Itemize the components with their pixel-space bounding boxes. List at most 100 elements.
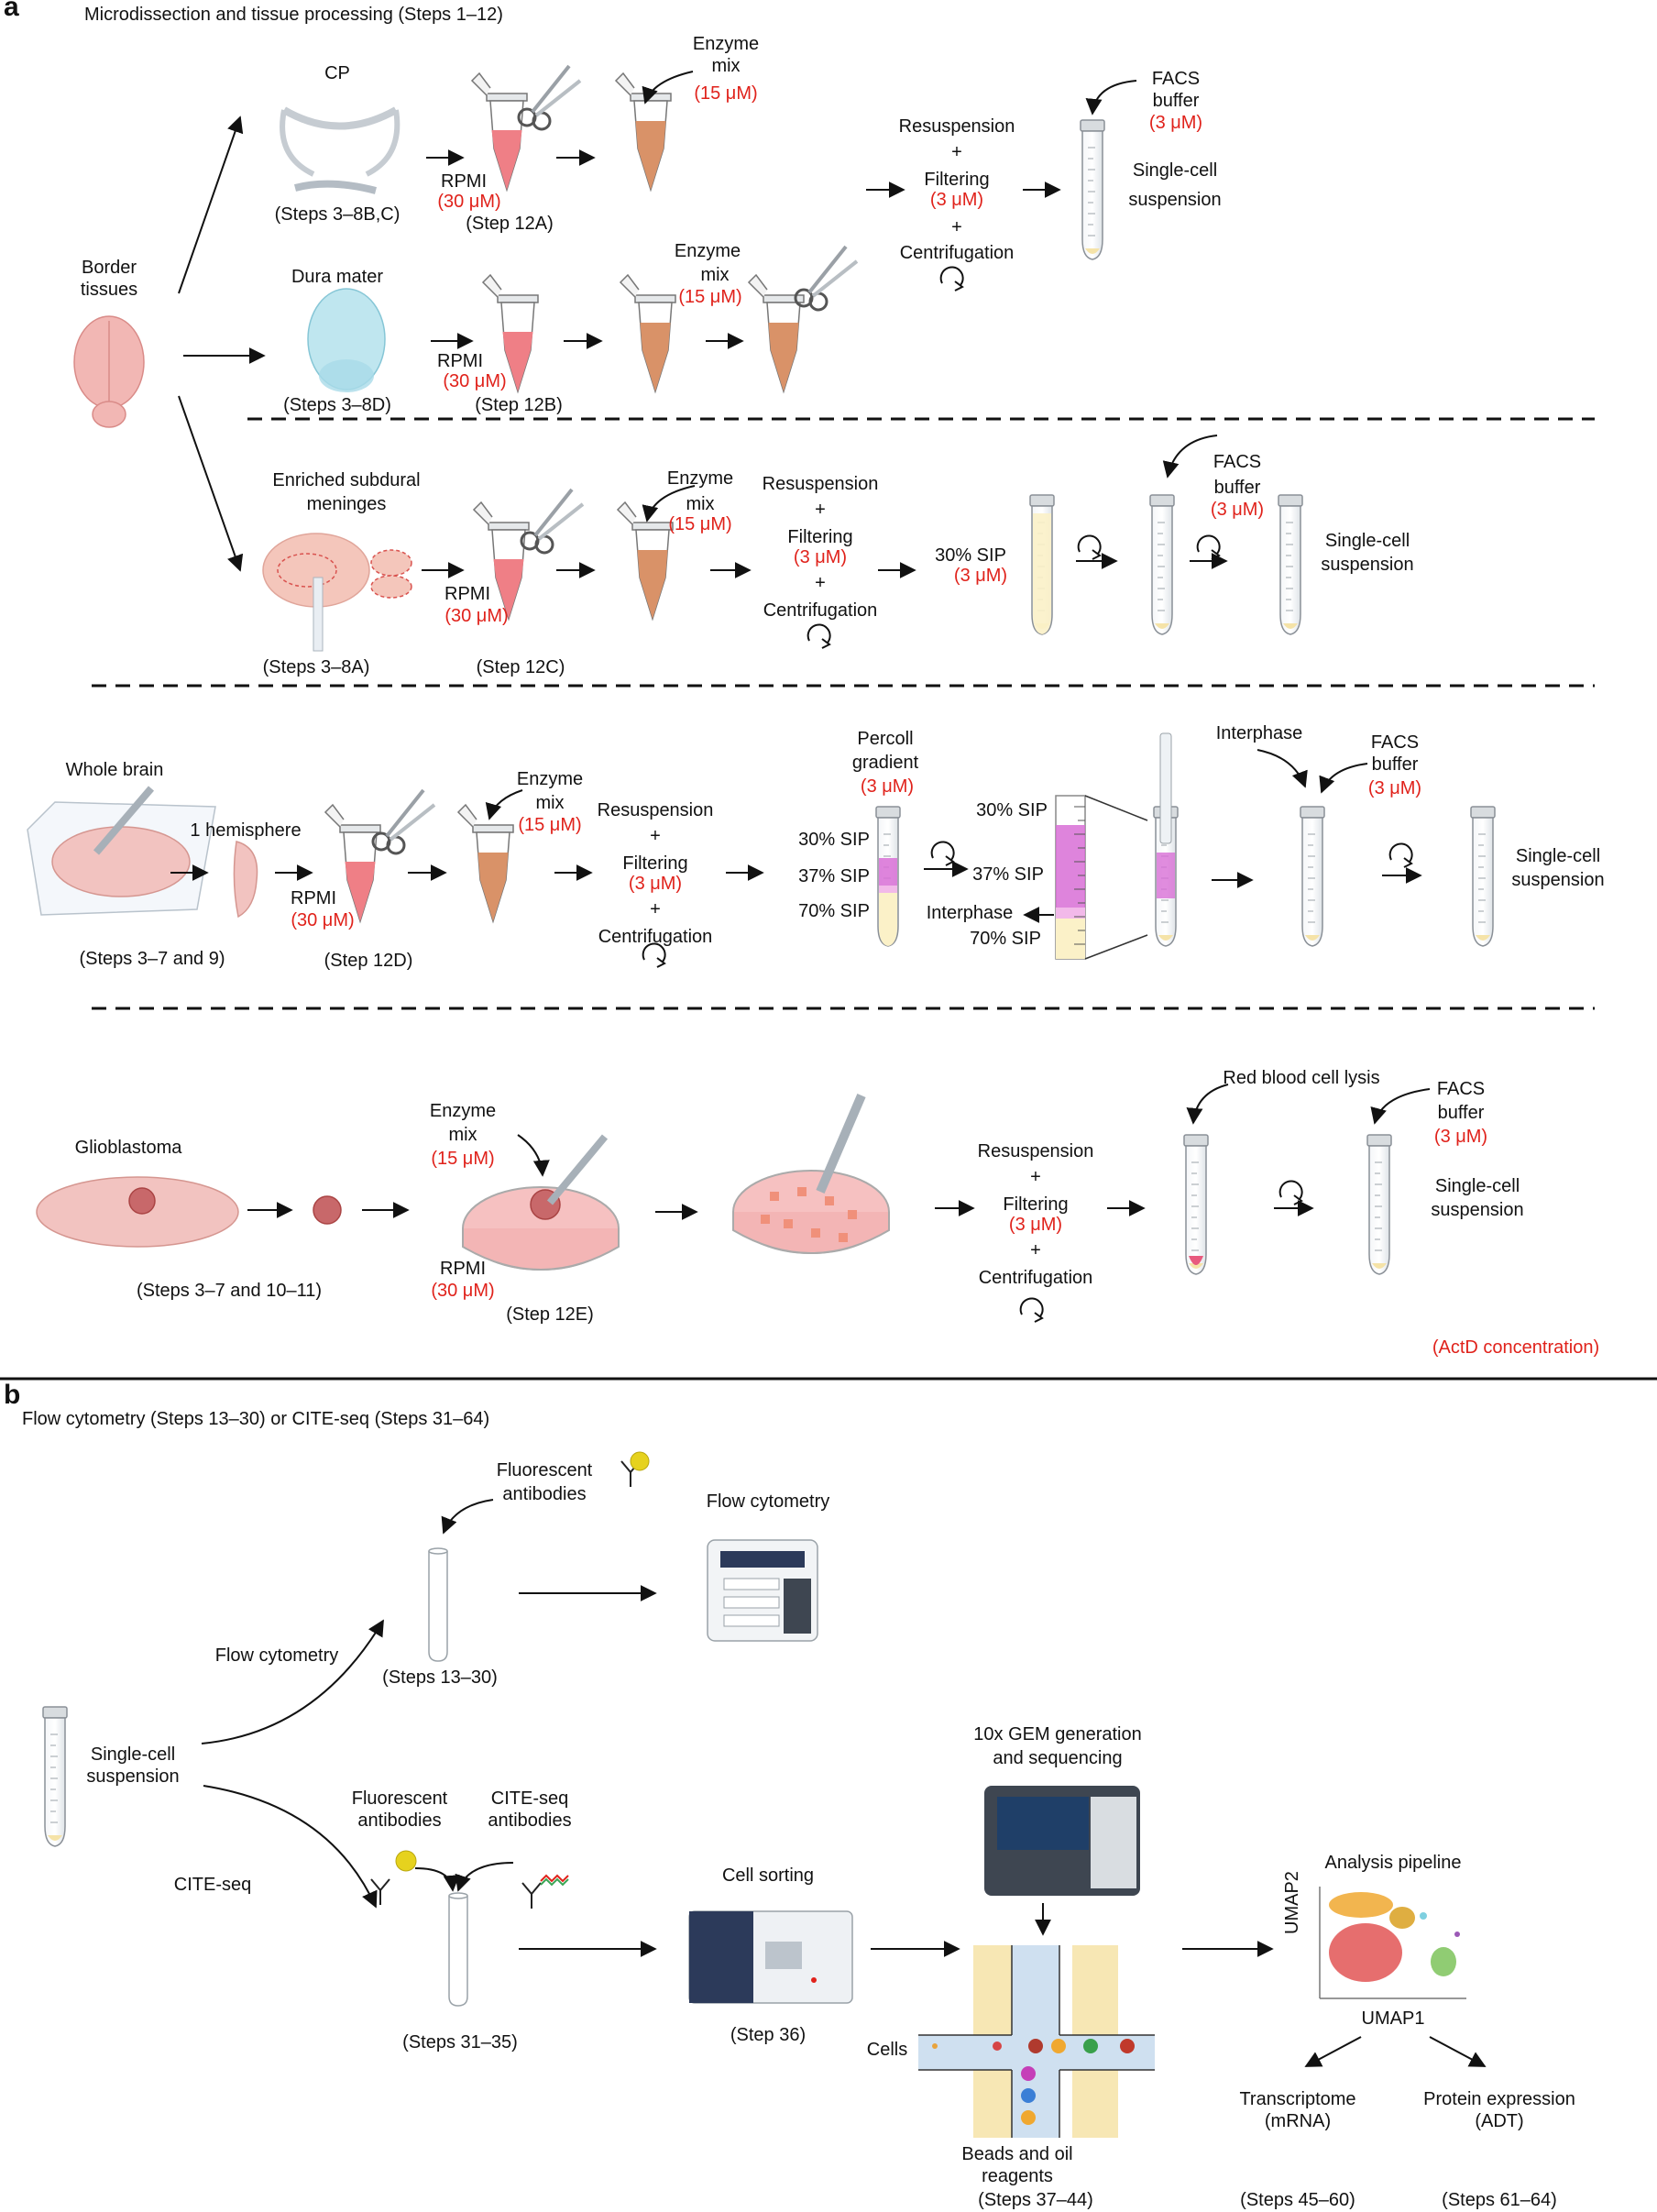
scissors-icon xyxy=(794,245,859,312)
layer-label: 70% SIP xyxy=(798,901,870,921)
facs-conc: (3 μM) xyxy=(1148,113,1203,133)
enzyme-label: mix xyxy=(686,494,715,514)
panel-letter-a: a xyxy=(4,0,19,22)
rpmi-conc: (30 μM) xyxy=(291,910,355,930)
scissors-icon xyxy=(520,488,585,555)
cell-sorting-label: Cell sorting xyxy=(721,1865,815,1886)
scissors-icon xyxy=(517,64,582,131)
result-label: suspension xyxy=(1128,190,1222,210)
result-label: Single-cell xyxy=(1515,846,1601,866)
dura-steps: (Steps 3–8D) xyxy=(283,395,391,415)
umap-x-label: UMAP1 xyxy=(1361,2008,1425,2029)
enzyme-tube-icon xyxy=(748,274,805,392)
facs-tube-icon xyxy=(1149,494,1175,635)
rbc-lysis-tube-icon xyxy=(1183,1134,1209,1275)
rpmi-label: RPMI xyxy=(437,351,483,371)
cite-antibody-label: antibodies xyxy=(488,1810,572,1831)
fluorescent-label: Fluorescent xyxy=(351,1788,448,1809)
rbc-lysis-label: Red blood cell lysis xyxy=(1223,1068,1380,1088)
filter-conc: (3 μM) xyxy=(929,190,984,210)
enzyme-label: Enzyme xyxy=(674,241,741,261)
pipette-tube-icon xyxy=(1153,732,1179,947)
enzyme-conc: (15 μM) xyxy=(668,514,732,534)
enzyme-conc: (15 μM) xyxy=(694,83,758,104)
result-label: Single-cell xyxy=(1132,160,1218,181)
gbm-steps: (Steps 3–7 and 10–11) xyxy=(136,1281,323,1301)
processing-step: Filtering xyxy=(622,853,688,874)
choroid-plexus-icon xyxy=(280,106,401,194)
whole-brain-icon xyxy=(27,786,216,916)
rpmi-conc: (30 μM) xyxy=(444,606,509,626)
flow-branch-label: Flow cytometry xyxy=(214,1645,339,1666)
gem-steps: (Steps 37–44) xyxy=(978,2190,1093,2210)
enzyme-tube-icon xyxy=(457,804,514,922)
transcriptome-steps: (Steps 45–60) xyxy=(1240,2190,1355,2210)
facs-label: FACS xyxy=(1151,69,1201,89)
single-cell-tube-icon xyxy=(42,1706,68,1847)
glioblastoma-brain-icon xyxy=(36,1176,239,1248)
panel-letter-b: b xyxy=(4,1380,21,1410)
processing-step: Centrifugation xyxy=(899,243,1015,263)
facs-tube-icon xyxy=(1470,806,1496,947)
border-tissues-brain-icon xyxy=(73,315,145,428)
step-12d: (Step 12D) xyxy=(324,951,413,971)
processing-step: + xyxy=(815,500,826,520)
cite-branch-label: CITE-seq xyxy=(173,1875,252,1895)
scissors-icon xyxy=(371,788,436,855)
border-tissues-label: Border xyxy=(81,258,137,278)
protein-steps: (Steps 61–64) xyxy=(1442,2190,1557,2210)
processing-step: Resuspension xyxy=(762,474,879,494)
flow-tube-icon xyxy=(428,1547,448,1662)
percoll-conc: (3 μM) xyxy=(860,776,915,797)
subdural-meninges-icon xyxy=(262,533,412,652)
result-label: Single-cell xyxy=(1434,1176,1520,1196)
rpmi-label: RPMI xyxy=(441,171,487,192)
facs-label: FACS xyxy=(1370,732,1420,753)
subdural-label: Enriched subdural xyxy=(272,470,421,490)
result-label: suspension xyxy=(1511,870,1605,890)
gem-label: and sequencing xyxy=(993,1748,1123,1768)
sip-conc: (3 μM) xyxy=(953,566,1008,586)
panel-a-title: Microdissection and tissue processing (S… xyxy=(84,5,503,25)
centrifuge-icon xyxy=(1019,1297,1044,1323)
tumor-icon xyxy=(313,1195,342,1225)
step-12e: (Step 12E) xyxy=(506,1304,594,1325)
flow-cytometer-icon xyxy=(707,1539,818,1642)
facs-label: FACS xyxy=(1436,1079,1486,1099)
dura-mater-icon xyxy=(307,288,386,392)
processing-step: + xyxy=(1030,1167,1041,1187)
enzyme-label: mix xyxy=(700,265,730,285)
percoll-tube-icon xyxy=(875,806,901,947)
result-label: suspension xyxy=(1431,1200,1524,1220)
facs-conc: (3 μM) xyxy=(1433,1127,1488,1147)
sorting-step: (Step 36) xyxy=(730,2025,807,2045)
buffer-label: buffer xyxy=(1371,754,1419,775)
processing-step: Resuspension xyxy=(898,116,1015,137)
layer-label: 37% SIP xyxy=(798,866,870,886)
enzyme-tube-icon xyxy=(617,501,674,620)
border-tissues-label: tissues xyxy=(80,280,138,300)
processing-step: Resuspension xyxy=(977,1141,1094,1161)
zoom-layer-label: Interphase xyxy=(926,903,1014,923)
umap-plot-icon xyxy=(1319,1887,1466,1999)
enzyme-label: Enzyme xyxy=(692,34,760,54)
processing-step: Centrifugation xyxy=(763,600,878,621)
enzyme-conc: (15 μM) xyxy=(518,815,582,835)
rpmi-label: RPMI xyxy=(444,584,490,604)
facs-tube-icon xyxy=(1366,1134,1392,1275)
rpmi-conc: (30 μM) xyxy=(443,371,507,391)
enzyme-label: mix xyxy=(535,793,565,813)
processing-step: + xyxy=(650,899,661,919)
fluorescent-label: antibodies xyxy=(357,1810,442,1831)
hemisphere-label: 1 hemisphere xyxy=(190,820,302,841)
centrifuge-icon xyxy=(939,266,964,292)
umap-y-label: UMAP2 xyxy=(1282,1871,1302,1934)
whole-brain-label: Whole brain xyxy=(65,760,164,780)
hemisphere-icon xyxy=(233,841,258,919)
flow-steps: (Steps 13–30) xyxy=(382,1667,498,1688)
centrifuge-icon xyxy=(930,841,955,866)
fluorescent-label: antibodies xyxy=(502,1484,587,1504)
fluorescent-label: Fluorescent xyxy=(496,1460,593,1480)
rpmi-label: RPMI xyxy=(440,1259,486,1279)
